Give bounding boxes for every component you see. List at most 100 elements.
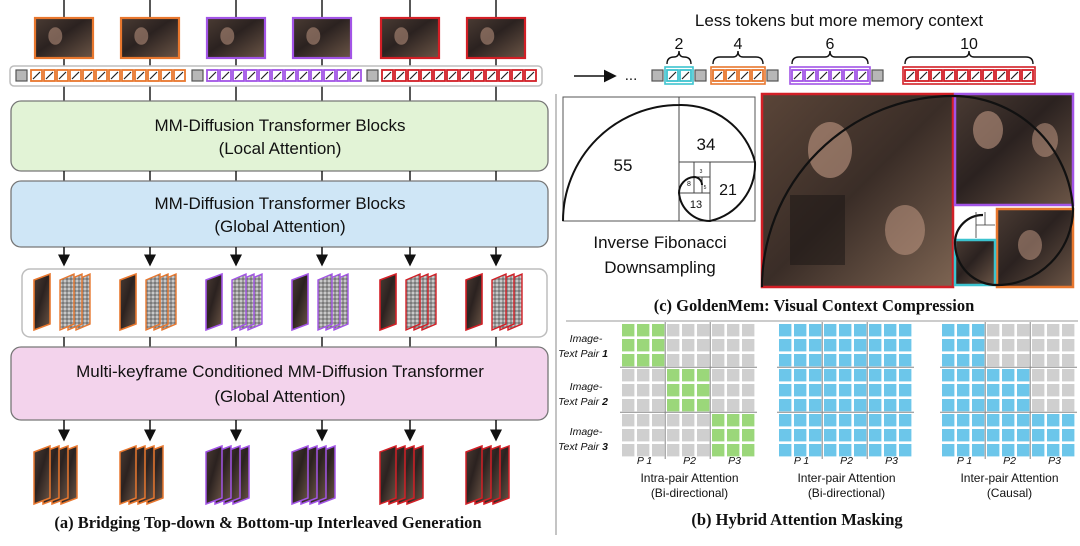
- memory-context-section: Less tokens but more memory context ... …: [574, 11, 1036, 85]
- mask-cell: [697, 399, 710, 412]
- input-keyframe: [33, 16, 95, 60]
- memory-image-tiny: [953, 238, 997, 287]
- mask-cell: [1062, 384, 1075, 397]
- mask-cell: [1017, 339, 1030, 352]
- memory-ellipsis: ...: [625, 67, 638, 84]
- mask-cell: [727, 384, 740, 397]
- mask-cell: [1002, 354, 1015, 367]
- image-token: [43, 69, 56, 82]
- mask-cell: [779, 339, 792, 352]
- image-token: [524, 69, 537, 82]
- mask-cell: [652, 369, 665, 382]
- noisy-frame-stacks: [33, 272, 523, 332]
- mask-cell: [779, 414, 792, 427]
- memory-image-token: [712, 69, 725, 82]
- fibonacci-label-line2: Downsampling: [604, 258, 716, 277]
- memory-brace: [904, 50, 1034, 65]
- memory-group-outline: [664, 66, 694, 85]
- mask-cell: [884, 444, 897, 457]
- row-label-number: 3: [602, 441, 608, 453]
- mask-cell: [1017, 324, 1030, 337]
- mask-cell: [779, 444, 792, 457]
- mask-cell: [987, 384, 1000, 397]
- mask-cell: [972, 429, 985, 442]
- image-token: [121, 69, 134, 82]
- mask-cell: [824, 414, 837, 427]
- fibonacci-box: [562, 96, 756, 222]
- mask-cell: [667, 384, 680, 397]
- mask-cell: [727, 354, 740, 367]
- image-token: [485, 69, 498, 82]
- mask-cell: [972, 339, 985, 352]
- image-token: [258, 69, 271, 82]
- row-label-line2: Text Pair 2: [558, 396, 608, 408]
- mask-column-label: P3: [885, 455, 898, 467]
- global-attention-block-subtitle: (Global Attention): [214, 217, 345, 236]
- panel-a: MM-Diffusion Transformer Blocks (Local A…: [9, 0, 549, 532]
- mask-cell: [697, 384, 710, 397]
- memory-image-token: [969, 69, 982, 82]
- row-label-number: 2: [601, 396, 608, 408]
- memory-brace: [712, 50, 764, 65]
- mask-cell: [682, 324, 695, 337]
- image-token: [433, 69, 446, 82]
- mask-cell: [667, 414, 680, 427]
- mask-cell: [637, 369, 650, 382]
- mask-cell: [1017, 369, 1030, 382]
- mask-cell: [712, 354, 725, 367]
- mask-cell: [1032, 444, 1045, 457]
- mask-cell: [854, 324, 867, 337]
- mask-cell: [824, 429, 837, 442]
- mask-cell: [1002, 399, 1015, 412]
- image-token: [323, 69, 336, 82]
- local-attention-block: [10, 100, 549, 172]
- mask-cell: [854, 444, 867, 457]
- mask-cell: [637, 384, 650, 397]
- fibonacci-label-line1: Inverse Fibonacci: [593, 233, 726, 252]
- mask-cell: [652, 354, 665, 367]
- memory-image-token: [679, 69, 692, 82]
- mask-cell: [869, 444, 882, 457]
- memory-image-token: [904, 69, 917, 82]
- image-token: [82, 69, 95, 82]
- output-frame-stack: [119, 444, 164, 506]
- fibonacci-spiral: [562, 103, 757, 223]
- mask-cell: [1032, 399, 1045, 412]
- memory-text-token: [694, 69, 707, 82]
- frames-connector-lines: [63, 337, 497, 347]
- mask-cell: [942, 324, 955, 337]
- mask-cell: [727, 369, 740, 382]
- memory-image-token: [1021, 69, 1034, 82]
- mask-cell: [794, 324, 807, 337]
- mask-cell: [794, 414, 807, 427]
- mask-cell: [942, 369, 955, 382]
- memory-text-token: [871, 69, 884, 82]
- image-token: [95, 69, 108, 82]
- mask-cell: [839, 399, 852, 412]
- mask-cell: [869, 429, 882, 442]
- mask-cell: [854, 354, 867, 367]
- input-keyframe: [291, 16, 353, 60]
- mask-cell: [637, 429, 650, 442]
- mask-cell: [839, 324, 852, 337]
- fib-number-3: 3: [700, 169, 703, 175]
- image-token: [56, 69, 69, 82]
- mask-cell: [809, 324, 822, 337]
- multi-keyframe-block: [10, 346, 549, 421]
- image-token: [147, 69, 160, 82]
- mask-cell: [942, 384, 955, 397]
- mask-cell: [779, 369, 792, 382]
- mask-cell: [1062, 354, 1075, 367]
- mask-cell: [742, 369, 755, 382]
- image-token: [472, 69, 485, 82]
- image-token: [134, 69, 147, 82]
- block-to-frames-arrows: [58, 247, 502, 267]
- fib-number-13: 13: [690, 199, 702, 211]
- mask-cell: [742, 429, 755, 442]
- mask-cell: [712, 339, 725, 352]
- mask-cell: [697, 414, 710, 427]
- mask-cell: [824, 369, 837, 382]
- image-token: [420, 69, 433, 82]
